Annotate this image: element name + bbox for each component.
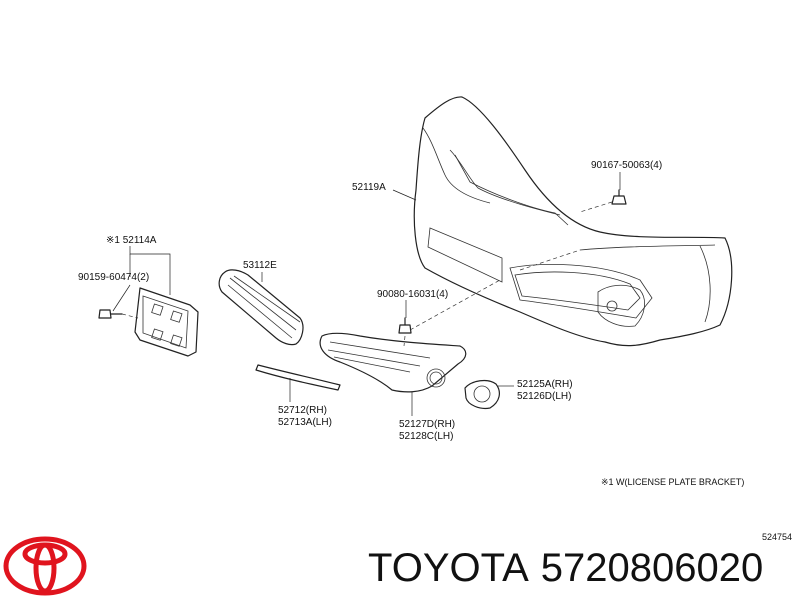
callout-bumper-bolt: 90167-50063(4) — [591, 160, 662, 171]
callout-grille-bolt: 90080-16031(4) — [377, 289, 448, 300]
lower-grille — [319, 332, 467, 393]
bumper-bolt — [611, 189, 627, 205]
brand-name: TOYOTA — [368, 546, 529, 590]
license-plate-bracket — [134, 287, 199, 357]
plate-screw — [98, 309, 123, 319]
toyota-logo-icon — [3, 536, 87, 596]
callout-fog-bezel-rh: 52125A(RH) — [517, 379, 573, 390]
callout-molding-lh: 52713A(LH) — [278, 417, 332, 428]
leader-lines — [112, 172, 621, 416]
callout-upper-grille: 53112E — [243, 260, 277, 271]
callout-lower-grille-lh: 52128C(LH) — [399, 431, 453, 442]
diagram-code: 524754 — [762, 532, 792, 542]
grille-bolt — [398, 317, 412, 334]
callout-bumper-cover: 52119A — [352, 182, 386, 193]
callout-molding-rh: 52712(RH) — [278, 405, 327, 416]
part-number: 5720806020 — [540, 546, 764, 590]
callout-lower-grille-rh: 52127D(RH) — [399, 419, 455, 430]
bumper-molding — [255, 364, 341, 391]
footnote: ※1 W(LICENSE PLATE BRACKET) — [601, 477, 744, 487]
bumper-cover — [413, 96, 733, 347]
callout-plate-bracket: ※1 52114A — [106, 235, 157, 246]
callout-fog-bezel-lh: 52126D(LH) — [517, 391, 571, 402]
callout-plate-screw: 90159-60474(2) — [78, 272, 149, 283]
upper-grille — [218, 269, 304, 346]
fog-lamp-bezel — [464, 379, 500, 410]
